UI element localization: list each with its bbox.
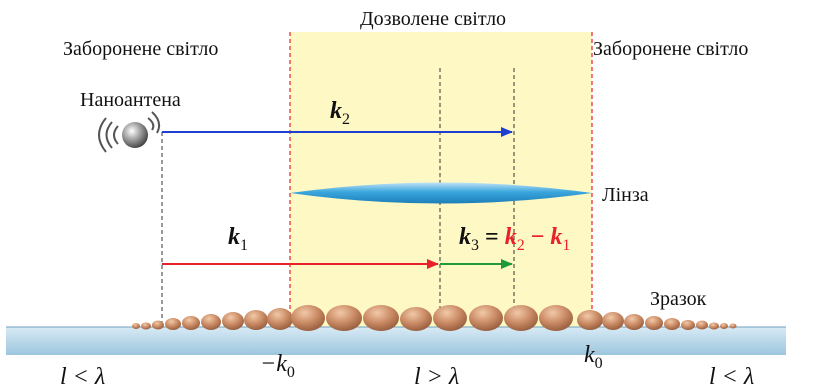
- sample-label: Зразок: [650, 288, 707, 310]
- pos-k0-label: k0: [584, 342, 603, 372]
- sample-particles: [132, 305, 737, 331]
- forbidden-light-right-label: Заборонене світло: [593, 38, 748, 60]
- right-region-label: l < λ: [709, 364, 754, 388]
- lens-label: Лінза: [602, 184, 649, 206]
- left-region-label: l < λ: [60, 364, 105, 388]
- forbidden-light-left-label: Заборонене світло: [63, 38, 218, 60]
- sphere-emitter-icon: [98, 111, 161, 153]
- substrate: [6, 327, 786, 355]
- nanoantenna-label: Наноантена: [80, 89, 181, 111]
- neg-k0-label: −k0: [260, 351, 295, 381]
- k3-difference-label: k3 = k2 − k1: [459, 224, 570, 254]
- lens-shape: [290, 182, 592, 204]
- center-region-label: l > λ: [414, 364, 459, 388]
- k1-label: k1: [228, 224, 248, 254]
- k2-label: k2: [330, 98, 350, 128]
- allowed-light-label: Дозволене світло: [360, 8, 506, 30]
- allowed-light-band: [290, 32, 592, 332]
